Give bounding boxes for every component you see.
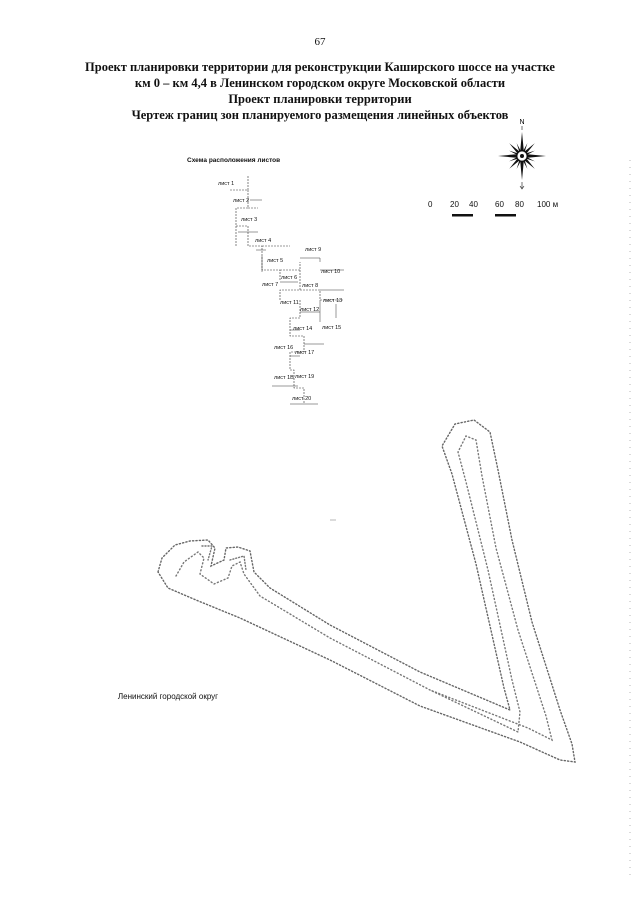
- title-line-3: Проект планировки территории: [228, 92, 412, 106]
- sheet-7-label: лист 7: [262, 282, 279, 288]
- sheet-9-label: лист 9: [305, 247, 322, 253]
- sheet-2-label: лист 2: [233, 198, 250, 204]
- sheet-19-label: лист 19: [295, 374, 315, 380]
- sheet-index-title: Схема расположения листов: [187, 157, 281, 164]
- compass-north-label: N: [519, 119, 524, 126]
- boundary-outer: [157, 419, 576, 763]
- sheet-3-label: лист 3: [241, 217, 258, 223]
- scale-tick-label: 100 м: [537, 200, 559, 209]
- scale-tick-label: 40: [469, 200, 478, 209]
- boundary-inner-spur: [201, 545, 247, 571]
- sheet-4-label: лист 4: [255, 238, 272, 244]
- sheet-17-label: лист 17: [295, 350, 315, 356]
- sheet-13-label: лист 13: [323, 298, 343, 304]
- scale-bar-labels: 0 20 40 60 80 100 м: [428, 200, 568, 212]
- title-line-2: км 0 – км 4,4 в Ленинском городском окру…: [134, 76, 506, 90]
- scale-tick-label: 60: [495, 200, 504, 209]
- sheet-20-label: лист 20: [292, 396, 312, 402]
- sheet-6-label: лист 6: [281, 275, 298, 281]
- sheet-5-label: лист 5: [267, 258, 284, 264]
- sheet-index-outline: [230, 176, 344, 404]
- sheet-8-label: лист 8: [302, 283, 319, 289]
- page-number: 67: [314, 36, 326, 48]
- title-block: Проект планировки территории для реконст…: [60, 59, 580, 123]
- scale-tick-label: 80: [515, 200, 524, 209]
- sheet-15-label: лист 15: [322, 325, 342, 331]
- boundary-inner: [175, 435, 554, 742]
- sheet-16-label: лист 16: [274, 345, 294, 351]
- sheet-11-label: лист 11: [280, 300, 299, 306]
- title-line-4: Чертеж границ зон планируемого размещени…: [131, 108, 509, 122]
- district-label: Ленинский городской округ: [117, 692, 219, 701]
- scale-tick-label: 0: [428, 200, 433, 209]
- sheet-10-label: лист 10: [321, 269, 341, 275]
- sheet-12-label: лист 12: [300, 307, 320, 313]
- sheet-1-label: лист 1: [218, 181, 235, 187]
- scale-tick-label: 20: [450, 200, 459, 209]
- sheet-18-label: лист 1В: [274, 375, 294, 381]
- title-line-1: Проект планировки территории для реконст…: [85, 60, 555, 74]
- sheet-14-label: лист 14: [293, 326, 313, 332]
- sheet-index-frames: [238, 199, 344, 405]
